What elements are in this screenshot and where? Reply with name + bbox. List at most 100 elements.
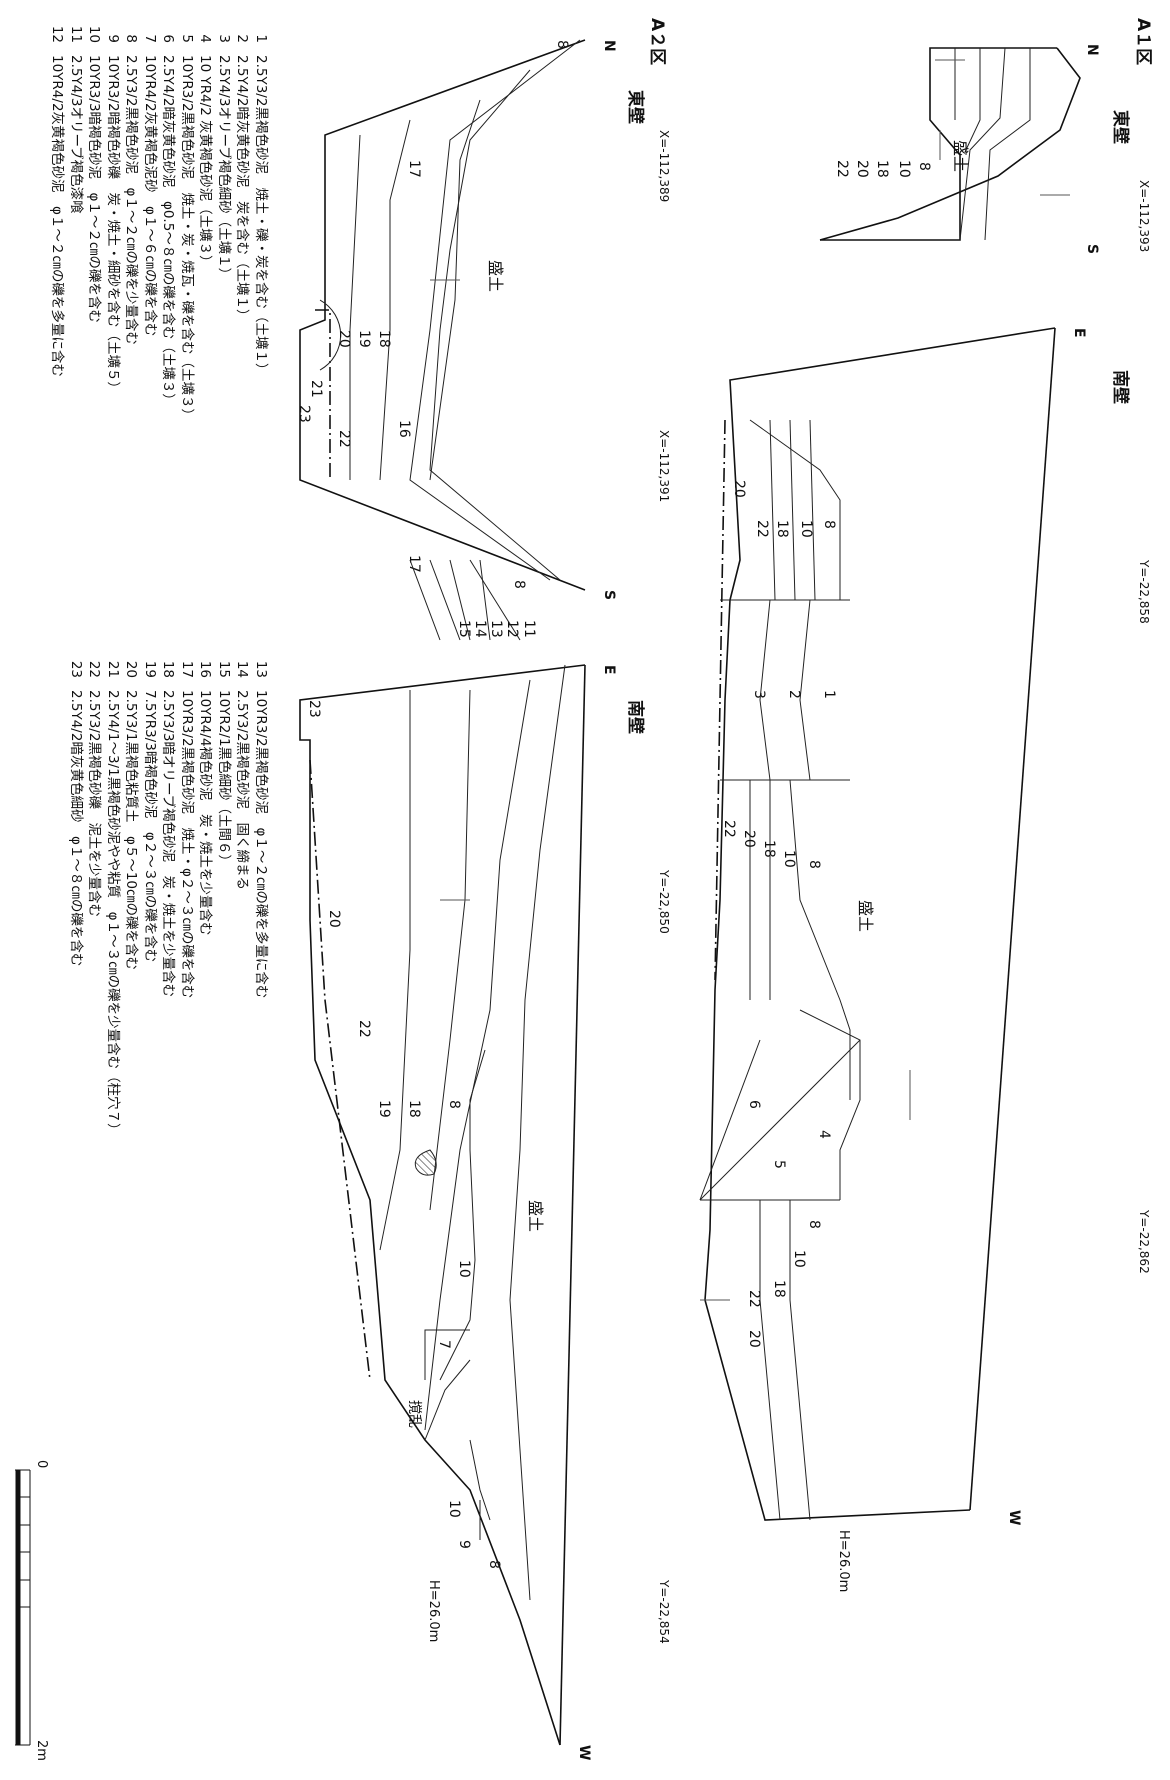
legend-description: 2.5Y3/3暗オリーブ褐色砂泥 炭・焼土を少量含む bbox=[160, 690, 177, 998]
a2-east-l-8b: 8 bbox=[511, 580, 527, 589]
a2-south-wall-section bbox=[299, 664, 586, 1746]
a2-south-l-18: 18 bbox=[406, 1100, 422, 1118]
connector-13: 13 bbox=[488, 620, 504, 638]
a2-east-l-22: 22 bbox=[336, 430, 352, 448]
a1-east-coord: X=-112,393 bbox=[1137, 180, 1151, 252]
a1-south-l-10: 10 bbox=[798, 520, 814, 538]
connector-lines bbox=[409, 559, 521, 641]
a1-south-p2-5: 5 bbox=[771, 1160, 787, 1169]
legend-description: 7.5YR3/3暗褐色砂泥 φ２～３㎝の礫を含む bbox=[142, 690, 158, 963]
legend-description: 10YR4/2灰黄褐色泥砂 φ１～６㎝の礫を含む bbox=[142, 55, 158, 337]
a1-south-m-22: 22 bbox=[721, 820, 737, 838]
a1-south-p2-6: 6 bbox=[746, 1100, 762, 1109]
a1-south-p2-4: 4 bbox=[816, 1130, 832, 1139]
legend-description: 10YR4/2灰黄褐色砂泥 φ１～２㎝の礫を多量に含む bbox=[49, 55, 66, 377]
a1-east-top: N bbox=[1084, 44, 1100, 56]
legend-description: 2.5Y3/2黒褐色砂泥 φ１～２㎝の礫を少量含む bbox=[123, 55, 140, 345]
a2-south-disturbed: 撹乱 bbox=[406, 1400, 422, 1428]
a2-south-elevation: H=26.0m bbox=[426, 1580, 441, 1642]
a1-south-coord-1: Y=-22,858 bbox=[1137, 559, 1151, 624]
scale-start: 0 bbox=[34, 1460, 49, 1468]
a1-south-right: W bbox=[1006, 1510, 1022, 1525]
legend-number: 4 bbox=[197, 34, 214, 43]
a1-south-m-10: 10 bbox=[781, 850, 797, 868]
a2-south-title: 南壁 bbox=[625, 700, 646, 734]
a1-south-l-18: 18 bbox=[774, 520, 790, 538]
a1-south-r-20: 20 bbox=[746, 1330, 762, 1348]
legend-number: 11 bbox=[68, 25, 84, 43]
a2-east-fill: 盛土 bbox=[486, 260, 505, 292]
a1-south-coord-2: Y=-22,862 bbox=[1137, 1209, 1151, 1274]
a2-south-l-9: 9 bbox=[456, 1540, 472, 1549]
legend-number: 8 bbox=[123, 34, 140, 43]
legend-row: 8 2.5Y3/2黒褐色砂泥 φ１～２㎝の礫を少量含む bbox=[122, 15, 141, 422]
legend-row: 23 2.5Y4/2暗灰黄色細砂 φ１～８㎝の礫を含む bbox=[67, 650, 86, 1137]
legend-number: 15 bbox=[216, 660, 232, 678]
a1-east-layer-10: 10 bbox=[896, 160, 912, 178]
legend-number: 21 bbox=[105, 660, 121, 678]
legend-number: 19 bbox=[142, 660, 158, 678]
legend-number: 7 bbox=[142, 34, 158, 43]
legend-description: 10YR2/1黒色細砂（土間６） bbox=[216, 690, 232, 869]
legend-number: 16 bbox=[197, 660, 214, 678]
legend-number: 2 bbox=[234, 34, 251, 43]
a1-south-elevation: H=26.0m bbox=[836, 1530, 851, 1592]
a1-south-wall-section bbox=[699, 327, 1056, 1521]
a2-east-l-21: 21 bbox=[308, 380, 324, 398]
legend-number: 13 bbox=[253, 660, 269, 678]
a2-east-coord-2: X=-112,391 bbox=[657, 430, 671, 502]
a2-east-title: 東壁 bbox=[625, 90, 646, 124]
a2-east-l-20: 20 bbox=[336, 330, 352, 348]
a1-south-p2-8: 8 bbox=[806, 1220, 822, 1229]
a1-east-layer-20: 20 bbox=[854, 160, 870, 178]
a2-east-l-17: 17 bbox=[406, 160, 422, 178]
legend-number: 9 bbox=[105, 34, 121, 43]
legend-row: 9 10YR3/2暗褐色砂礫 炭・焼土・細砂を含む（土壙５） bbox=[104, 15, 123, 422]
a1-east-title: 東壁 bbox=[1110, 110, 1131, 144]
a1-south-r-18: 18 bbox=[771, 1280, 787, 1298]
a2-east-l-17b: 17 bbox=[406, 555, 422, 573]
legend-description: 10YR4/4褐色砂泥 炭・焼土を少量含む bbox=[197, 690, 214, 936]
a1-south-l-22: 22 bbox=[754, 520, 770, 538]
legend-number: 23 bbox=[68, 660, 84, 678]
legend-description: 2.5Y3/1黒褐色粘質土 φ５～10㎝の礫を含む bbox=[123, 690, 140, 971]
a1-south-pit-1: 1 bbox=[821, 690, 837, 699]
a2-east-l-8: 8 bbox=[554, 40, 570, 49]
a2-south-l-8b: 8 bbox=[486, 1560, 502, 1569]
legend-description: 2.5Y4/3オリーブ褐色漆喰 bbox=[68, 55, 84, 214]
legend-number: 18 bbox=[160, 660, 177, 678]
a1-south-m-18: 18 bbox=[761, 840, 777, 858]
a2-south-coord-2: Y=-22,854 bbox=[657, 1579, 671, 1644]
legend-description: 2.5Y4/2暗灰黄色砂泥 φ0.5～８㎝の礫を含む（土壙３） bbox=[160, 55, 177, 407]
a2-south-l-19: 19 bbox=[376, 1100, 392, 1118]
legend-row: 7 10YR4/2灰黄褐色泥砂 φ１～６㎝の礫を含む bbox=[141, 15, 160, 422]
legend-description: 2.5Y4/2暗灰黄色細砂 φ１～８㎝の礫を含む bbox=[68, 690, 84, 967]
legend-description: 10YR3/2暗褐色砂礫 炭・焼土・細砂を含む（土壙５） bbox=[105, 55, 121, 396]
a2-south-fill: 盛土 bbox=[526, 1200, 545, 1232]
a2-east-l-16: 16 bbox=[396, 420, 412, 438]
a1-east-wall-section bbox=[819, 47, 1081, 241]
legend-row: 4 10 YR4/2 灰黄褐色砂泥（土壙３） bbox=[196, 15, 215, 422]
legend-number: 1 bbox=[253, 34, 269, 43]
connector-14: 14 bbox=[472, 620, 488, 638]
legend-row: 11 2.5Y4/3オリーブ褐色漆喰 bbox=[67, 15, 86, 422]
a1-south-l-20: 20 bbox=[731, 480, 747, 498]
a1-south-title: 南壁 bbox=[1110, 370, 1131, 404]
a2-east-top: N bbox=[601, 40, 617, 52]
a2-south-l-10: 10 bbox=[456, 1260, 472, 1278]
a1-south-r-22: 22 bbox=[746, 1290, 762, 1308]
a2-south-l-22: 22 bbox=[356, 1020, 372, 1038]
a2-east-coord-1: X=-112,389 bbox=[657, 130, 671, 202]
legend-description: 10 YR4/2 灰黄褐色砂泥（土壙３） bbox=[197, 55, 214, 269]
